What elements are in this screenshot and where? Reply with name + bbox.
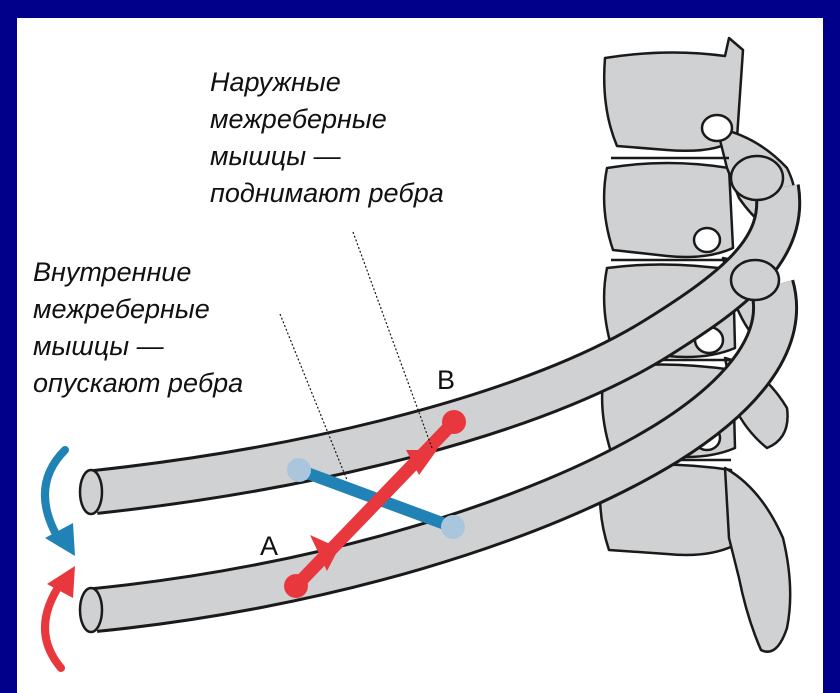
- figure-panel: Наружные межреберные мышцы — поднимают р…: [17, 18, 823, 693]
- curved-arrow-red-icon: [45, 566, 75, 668]
- curved-arrow-blue-icon: [45, 450, 75, 556]
- external-label-line: мышцы —: [210, 138, 444, 175]
- lower-rib-end: [80, 588, 102, 632]
- internal-label-line: опускают ребра: [33, 365, 243, 402]
- internal-muscle-end-lower: [441, 515, 465, 539]
- external-label-line: Наружные: [210, 64, 444, 101]
- external-muscle-label: Наружные межреберные мышцы — поднимают р…: [210, 64, 444, 212]
- upper-rib-end: [80, 470, 102, 514]
- internal-muscle-end-upper: [287, 458, 311, 482]
- internal-label-line: межреберные: [33, 291, 243, 328]
- point-b-label: B: [437, 365, 455, 396]
- internal-muscle-label: Внутренние межреберные мышцы — опускают …: [33, 254, 243, 402]
- point-b-marker: [442, 410, 466, 434]
- point-a-label: A: [260, 531, 278, 562]
- point-a-marker: [284, 574, 308, 598]
- facet-1: [702, 115, 732, 141]
- external-label-line: межреберные: [210, 101, 444, 138]
- internal-label-line: Внутренние: [33, 254, 243, 291]
- internal-label-line: мышцы —: [33, 328, 243, 365]
- external-label-line: поднимают ребра: [210, 175, 444, 212]
- facet-2: [694, 228, 720, 252]
- spinous-process-4: [725, 468, 790, 652]
